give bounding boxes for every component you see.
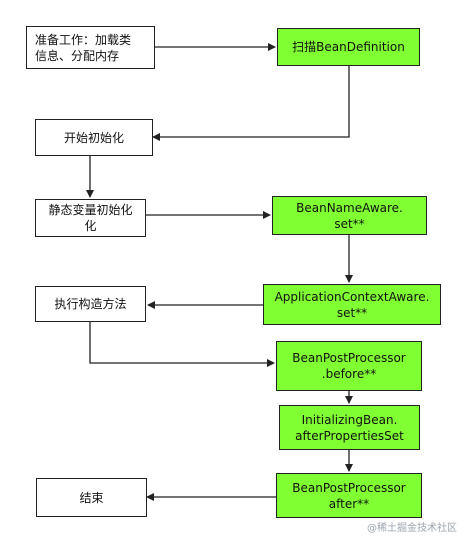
node-bpp-after: BeanPostProcessor after** xyxy=(276,473,422,518)
node-bean-name-aware: BeanNameAware. set** xyxy=(272,196,427,235)
node-app-ctx-aware-line2: set** xyxy=(336,305,368,320)
node-app-ctx-aware-line1: ApplicationContextAware. xyxy=(274,289,430,304)
node-bpp-before-line1: BeanPostProcessor xyxy=(292,351,406,365)
node-end: 结束 xyxy=(36,478,147,517)
node-init-start-label: 开始初始化 xyxy=(63,130,124,145)
node-execute-ctor-label: 执行构造方法 xyxy=(54,297,127,311)
node-app-ctx-aware: ApplicationContextAware. set** xyxy=(263,284,441,325)
node-bean-name-aware-line2: set** xyxy=(334,216,365,231)
node-prepare: 准备工作：加载类 信息、分配内存 xyxy=(26,26,155,69)
node-init-start: 开始初始化 xyxy=(35,119,153,156)
node-bean-name-aware-line1: BeanNameAware. xyxy=(296,200,403,215)
node-execute-ctor: 执行构造方法 xyxy=(35,286,146,322)
node-prepare-line2: 信息、分配内存 xyxy=(35,48,120,63)
node-static-init-line1: 静态变量初始化 xyxy=(48,203,133,217)
node-static-init: 静态变量初始化 化 xyxy=(35,199,146,237)
node-scan-label: 扫描BeanDefinition xyxy=(292,40,405,54)
watermark: @稀土掘金技术社区 xyxy=(367,523,457,534)
node-scan: 扫描BeanDefinition xyxy=(277,28,420,66)
arrow-scan-to-init xyxy=(152,66,350,141)
arrow-ctor-to-bppbefore xyxy=(89,322,275,367)
node-bpp-after-line2: after** xyxy=(328,496,370,511)
node-bpp-before-line2: .before** xyxy=(321,367,377,381)
node-end-label: 结束 xyxy=(79,490,104,505)
node-prepare-line1: 准备工作：加载类 xyxy=(35,32,132,47)
node-initializing-bean: InitializingBean. afterPropertiesSet xyxy=(279,405,420,450)
node-static-init-line2: 化 xyxy=(84,219,97,233)
node-initializing-bean-line2: afterPropertiesSet xyxy=(295,428,404,443)
node-bpp-before: BeanPostProcessor .before** xyxy=(276,341,422,391)
node-bpp-after-line1: BeanPostProcessor xyxy=(292,480,406,495)
node-initializing-bean-line1: InitializingBean. xyxy=(301,412,398,427)
